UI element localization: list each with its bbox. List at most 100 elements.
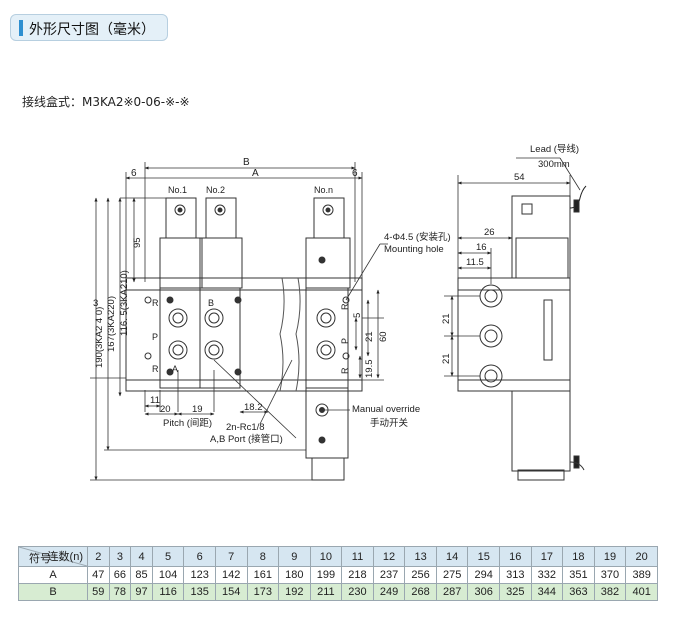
ab-port-label: A,B Port (接管口) [210, 433, 283, 445]
side-view [457, 185, 587, 481]
column-header: 12 [372, 546, 406, 567]
port-size: 2n-Rc1/8 [226, 422, 265, 433]
table-cell: 230 [341, 583, 374, 601]
section-title: 外形尺寸图（毫米） [10, 14, 168, 41]
dim-a: A [252, 168, 259, 179]
manifold-base [125, 277, 363, 392]
column-header: 6 [183, 546, 216, 567]
manual-override-cn: 手动开关 [370, 417, 409, 429]
side-bottom [511, 390, 571, 472]
dim-20: 20 [160, 404, 171, 415]
title-accent-bar [19, 20, 23, 36]
table-header-row: 连数(n) 符号 2 3 4 5 6 7 8 9 10 11 12 13 14 … [18, 546, 658, 567]
column-header: 4 [130, 546, 153, 567]
row-symbol: A [18, 566, 88, 584]
column-header: 19 [593, 546, 627, 567]
dim-116-5: 116. 5(3KA210) [119, 270, 130, 336]
table-cell: 211 [309, 583, 343, 601]
table-cell: 161 [246, 566, 280, 584]
lead-length: 300mm [538, 159, 570, 170]
port-r-right-top: R [340, 303, 350, 310]
column-header: 9 [278, 546, 311, 567]
dim-6-right: 6 [352, 168, 358, 179]
table-cell: 370 [593, 566, 627, 584]
table-cell: 256 [404, 566, 437, 584]
dim-11: 11 [150, 395, 160, 406]
pitch-label: Pitch (间距) [163, 417, 212, 429]
column-header: 8 [246, 546, 280, 567]
table-cell: 401 [625, 583, 658, 601]
dim-5: 5 [352, 313, 363, 318]
front-view [125, 197, 363, 481]
dim-19-5: 19.5 [364, 360, 375, 379]
table-cell: 66 [108, 566, 132, 584]
column-header: 5 [151, 546, 185, 567]
dim-18-2: 18.2 [244, 402, 263, 413]
table-cell: 173 [246, 583, 280, 601]
dim-95: 95 [132, 237, 143, 248]
label-no1: No.1 [168, 185, 187, 195]
table-corner: 连数(n) 符号 [18, 546, 88, 567]
port-r-bottom: R [152, 364, 159, 374]
table-cell: 268 [404, 583, 437, 601]
dim-60: 60 [378, 331, 389, 342]
column-header: 18 [562, 546, 595, 567]
column-header: 15 [467, 546, 501, 567]
table-cell: 123 [183, 566, 216, 584]
table-cell: 382 [593, 583, 627, 601]
table-cell: 85 [130, 566, 153, 584]
table-cell: 294 [467, 566, 501, 584]
table-cell: 199 [309, 566, 343, 584]
dim-167: 167(3KA220) [106, 296, 117, 352]
lead-label: Lead (导线) [530, 143, 579, 155]
header-symbol-label: 符号 [29, 553, 51, 565]
label-non: No.n [314, 185, 333, 195]
table-cell: 116 [151, 583, 185, 601]
table-cell: 306 [467, 583, 501, 601]
valve-non [305, 197, 351, 481]
dim-19: 19 [192, 404, 203, 415]
column-header: 2 [87, 546, 110, 567]
table-cell: 332 [530, 566, 564, 584]
side-base [457, 277, 571, 392]
dim-6-left: 6 [131, 168, 137, 179]
table-cell: 135 [183, 583, 216, 601]
table-cell: 78 [108, 583, 132, 601]
bottom-dimensions [144, 359, 297, 439]
table-cell: 218 [341, 566, 374, 584]
port-r-right-bottom: R [340, 367, 350, 374]
dim-11-5: 11.5 [466, 257, 484, 268]
column-header: 3 [108, 546, 132, 567]
table-row: B 59 78 97 116 135 154 173 192 211 230 2… [18, 583, 658, 601]
table-cell: 142 [214, 566, 248, 584]
dimension-table: 连数(n) 符号 2 3 4 5 6 7 8 9 10 11 12 13 14 … [18, 546, 658, 601]
manual-override-en: Manual override [352, 404, 420, 415]
right-annotations [322, 243, 388, 411]
table-cell: 47 [87, 566, 110, 584]
dimension-drawing: R P R R P R A B No.1 No.2 No.n B A 6 6 [90, 143, 587, 481]
table-cell: 104 [151, 566, 185, 584]
table-cell: 287 [435, 583, 469, 601]
column-header: 17 [530, 546, 564, 567]
port-b-label: B [208, 298, 214, 308]
port-letters: R P R R P R A B [152, 298, 350, 374]
mount-hole-en: Mounting hole [384, 244, 444, 255]
table-cell: 249 [372, 583, 406, 601]
table-cell: 344 [530, 583, 564, 601]
dim-21-b: 21 [441, 353, 452, 364]
port-a-label: A [172, 364, 178, 374]
column-header: 16 [499, 546, 532, 567]
port-r-top: R [152, 298, 159, 308]
label-no2: No.2 [206, 185, 225, 195]
dim-21-mid: 21 [364, 331, 375, 342]
top-dimensions [125, 162, 363, 282]
port-p: P [152, 332, 158, 342]
table-cell: 389 [625, 566, 658, 584]
table-cell: 351 [562, 566, 595, 584]
valve-no2 [199, 197, 243, 389]
section-title-text: 外形尺寸图（毫米） [29, 22, 155, 38]
table-cell: 275 [435, 566, 469, 584]
dim-190: 190(3KA2 4 0) [94, 307, 105, 368]
column-header: 20 [625, 546, 658, 567]
mount-hole-cn: 4-Φ4.5 (安装孔) [384, 231, 451, 243]
